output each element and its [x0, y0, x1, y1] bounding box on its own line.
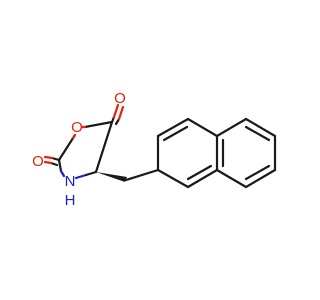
bond-n2-inner	[162, 125, 189, 142]
bond-n5-inner	[186, 164, 213, 181]
atom-o-carbonyl-top: O	[114, 90, 126, 107]
bond-n7	[215, 117, 248, 138]
bond-c2-oleft-a-red	[43, 155, 54, 160]
structure-canvas: O O O N H	[32, 90, 277, 209]
bond-n8	[244, 117, 277, 138]
atom-h-on-n: H	[65, 192, 76, 209]
bond-c2-oleft-a	[50, 156, 61, 162]
bond-c2-n	[57, 158, 63, 173]
bond-n11	[215, 168, 248, 189]
bond-n5	[186, 168, 219, 189]
bond-c2-n-blue	[59, 169, 66, 178]
bond-oring-c2	[57, 133, 77, 162]
atom-n-ring: N	[65, 173, 76, 190]
bond-n2	[156, 117, 190, 138]
bond-oring-stub-left	[71, 133, 77, 140]
bond-c4-c5	[94, 120, 114, 174]
bond-n-c4	[84, 170, 98, 177]
bond-n8-inner	[244, 125, 271, 142]
bond-n-c4-blue	[74, 173, 88, 180]
bond-c5-oring	[83, 120, 114, 129]
bond-ch2-naph	[124, 168, 160, 182]
wedge-bond-c4-ch2	[96, 172, 127, 182]
bond-n10-inner	[244, 164, 271, 181]
molecule-diagram: O O O N H	[32, 90, 277, 209]
atom-o-ring: O	[71, 119, 83, 136]
bond-c5-otop-a-red	[112, 103, 120, 119]
bond-n3	[186, 117, 219, 138]
bond-n6	[156, 168, 190, 189]
atom-o-carbonyl-left: O	[32, 153, 44, 170]
bond-c5-otop-b-red	[117, 105, 125, 121]
bond-n10	[244, 168, 277, 189]
bond-c2-oleft-b-red	[43, 160, 53, 165]
